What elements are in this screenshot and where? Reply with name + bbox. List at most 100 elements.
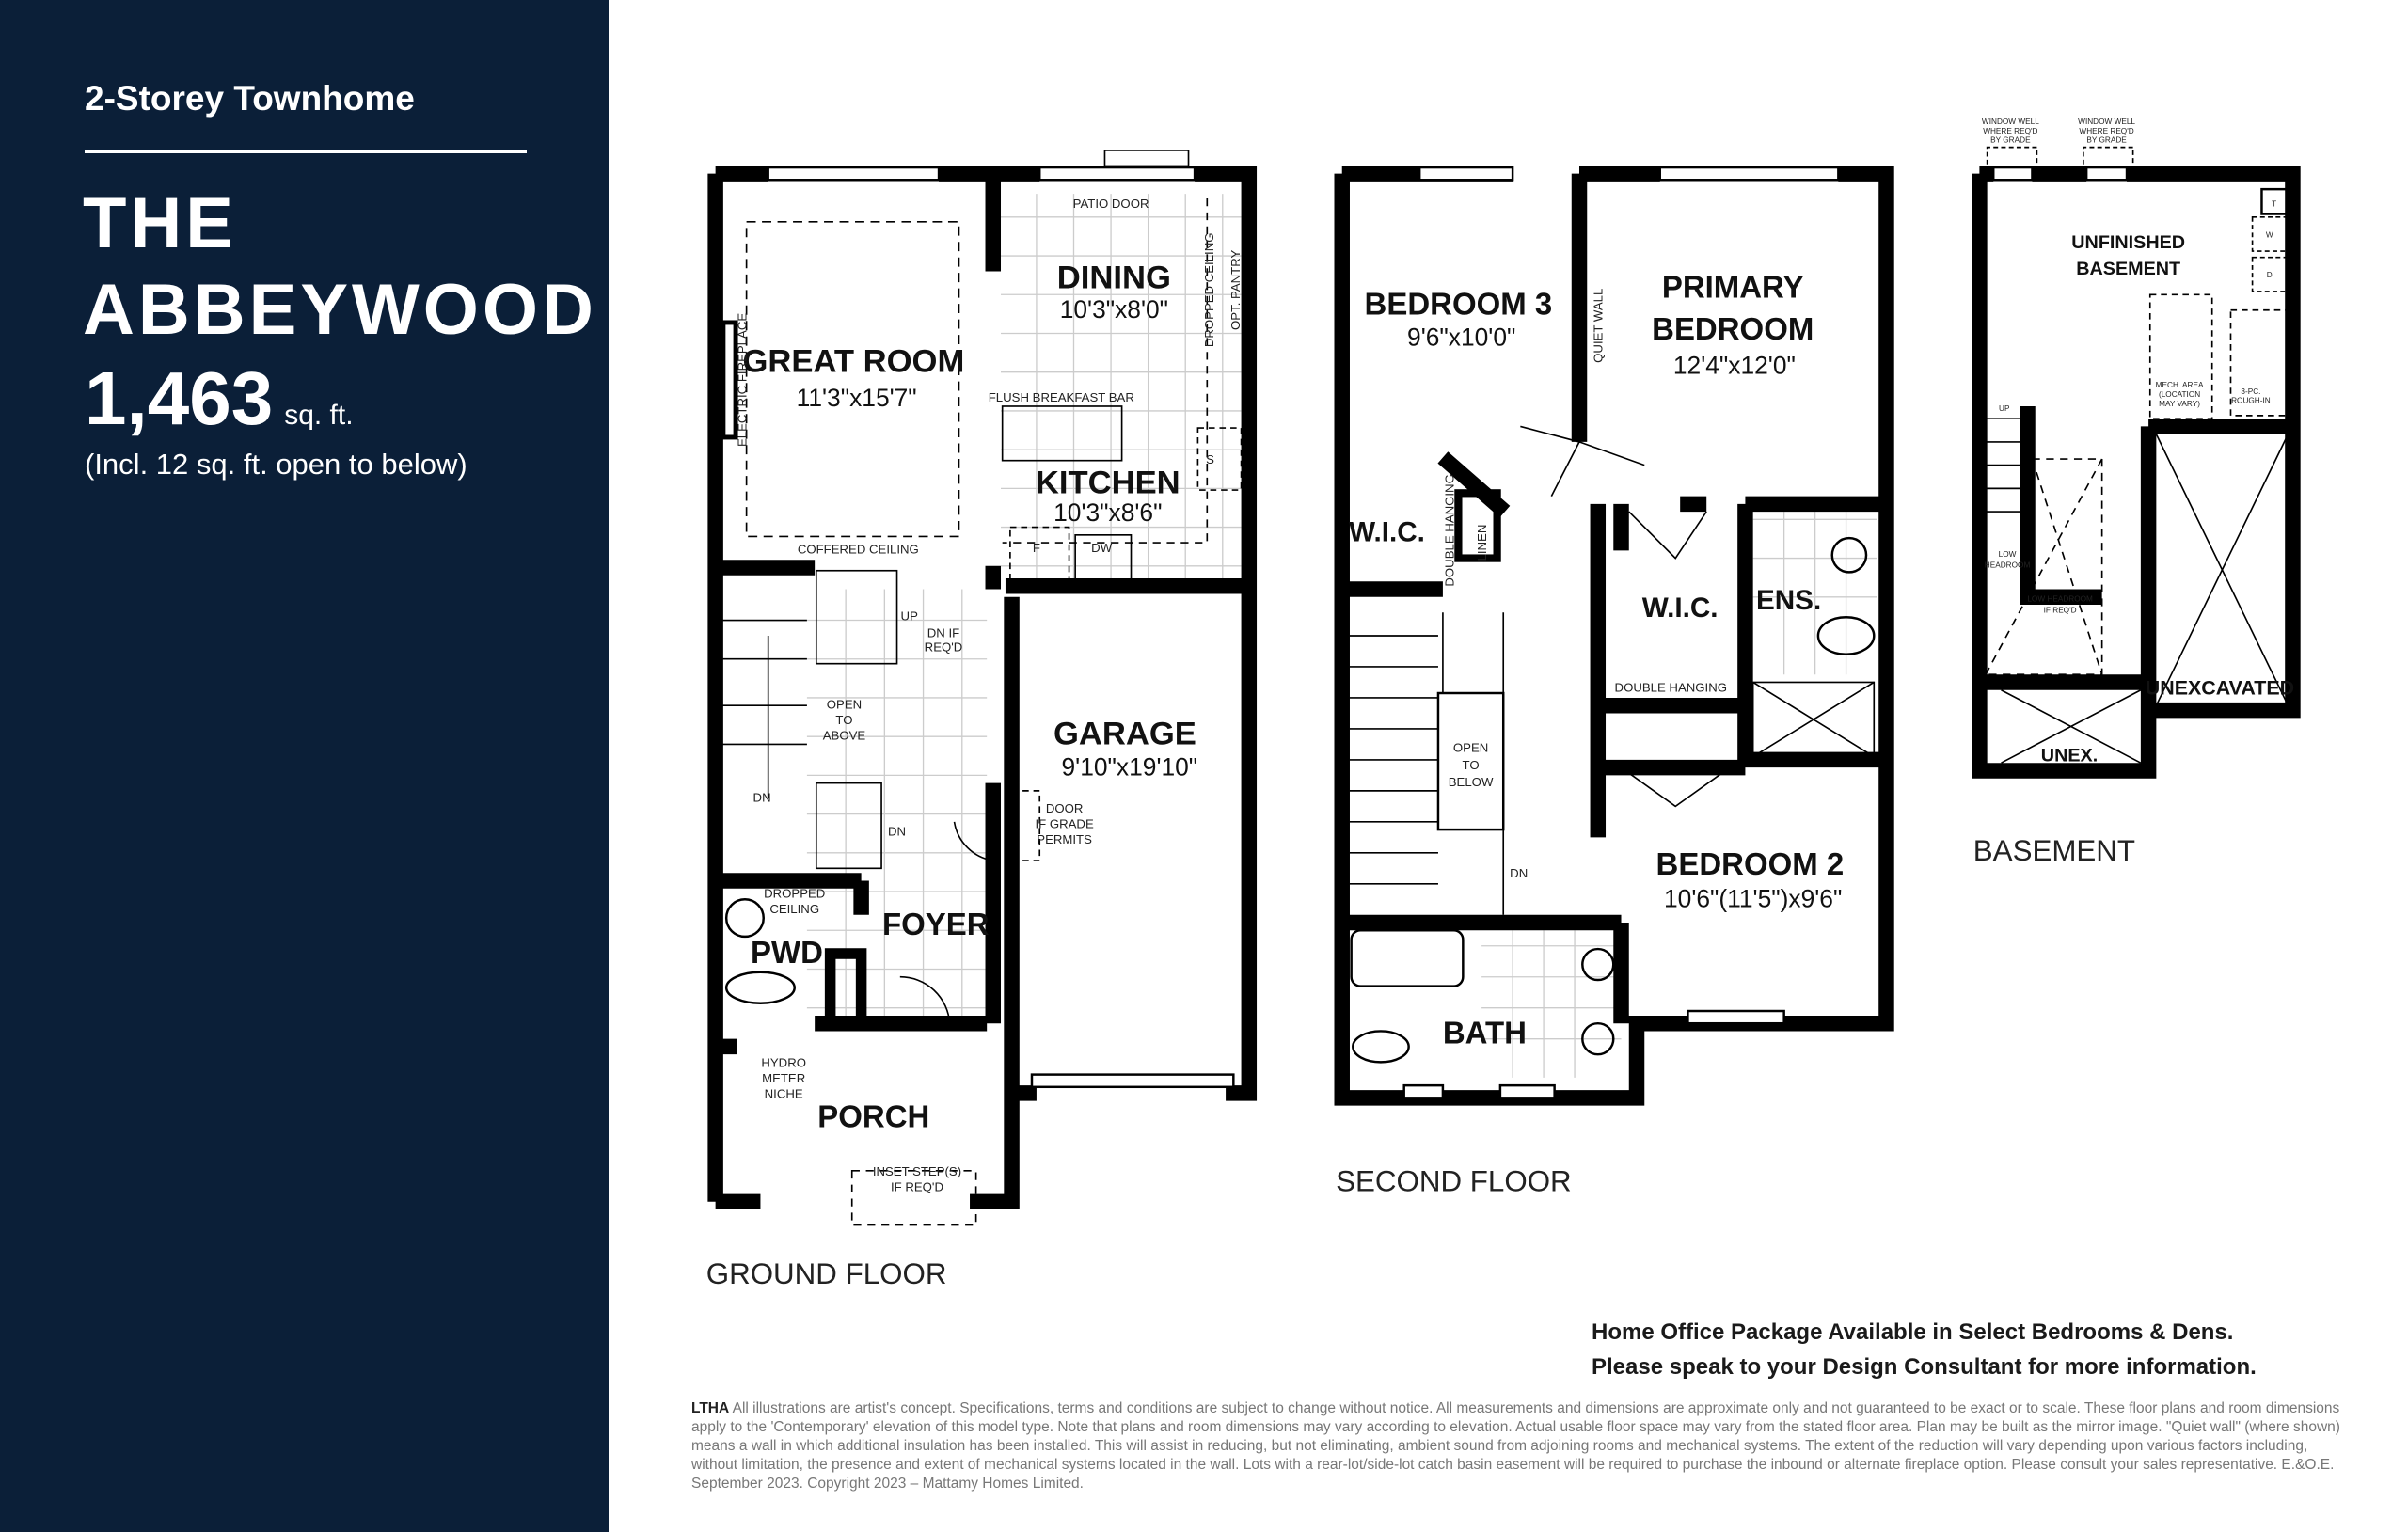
- dishwasher-label: DW: [1091, 541, 1113, 555]
- window-well-label: WHERE REQ'D: [2079, 127, 2133, 135]
- low-headroom-label: LOW HEADROOM: [2027, 595, 2093, 604]
- room-dimensions: 10'6"(11'5")x9'6": [1664, 885, 1842, 913]
- fireplace-label: ELECTRIC FIREPLACE: [736, 313, 750, 447]
- door-if-grade-label: DOOR: [1046, 801, 1084, 815]
- area-value: 1,463: [85, 356, 274, 440]
- room-label: GARAGE: [1054, 716, 1196, 751]
- window-well-label: WINDOW WELL: [1982, 118, 2039, 126]
- pwd-ceiling-label: DROPPED: [764, 887, 825, 901]
- breakfast-bar-label: FLUSH BREAKFAST BAR: [989, 390, 1134, 404]
- room-dimensions: 9'6"x10'0": [1407, 324, 1515, 352]
- double-hanging-label: DOUBLE HANGING: [1615, 680, 1727, 694]
- linen-label: LINEN: [1475, 525, 1489, 561]
- hydro-label: NICHE: [765, 1086, 803, 1100]
- window-well-label: BY GRADE: [1990, 136, 2031, 145]
- second-floor-title: SECOND FLOOR: [1336, 1164, 1572, 1197]
- mech-area-label: MECH. AREA: [2156, 381, 2204, 389]
- room-label: BEDROOM 3: [1365, 287, 1553, 322]
- double-hanging-label: DOUBLE HANGING: [1442, 474, 1456, 586]
- door-if-grade-label: IF GRADE: [1035, 816, 1093, 830]
- rough-in-label: ROUGH-IN: [2231, 397, 2271, 405]
- room-label: FOYER: [882, 907, 990, 941]
- divider: [85, 150, 527, 153]
- open-to-above-label: ABOVE: [823, 728, 866, 742]
- room-label: PORCH: [817, 1099, 929, 1134]
- room-dimensions: 9'10"x19'10": [1062, 752, 1198, 781]
- low-headroom-label: HEADROOM: [1985, 561, 2031, 569]
- basement-title: BASEMENT: [1973, 834, 2135, 867]
- room-dimensions: 10'3"x8'0": [1060, 295, 1168, 324]
- sink-label: S: [1206, 452, 1214, 466]
- room-dimensions: 12'4"x12'0": [1673, 351, 1796, 379]
- dn-if-reqd-label: REQ'D: [925, 640, 963, 654]
- stair-down-label: DN: [1510, 866, 1528, 880]
- home-type: 2-Storey Townhome: [85, 79, 415, 118]
- dn-if-reqd-label: DN IF: [927, 626, 959, 640]
- disclaimer-text: All illustrations are artist's concept. …: [691, 1400, 2340, 1492]
- room-label: PRIMARY: [1662, 270, 1804, 305]
- room-label: UNFINISHED: [2071, 232, 2185, 253]
- room-label: W.I.C.: [1349, 516, 1425, 547]
- dropped-ceiling-label: DROPPED CEILING: [1202, 232, 1216, 347]
- room-label: UNEX.: [2041, 746, 2098, 766]
- window-well-label: WINDOW WELL: [2078, 118, 2135, 126]
- basement-plan: [1972, 146, 2301, 779]
- door-if-grade-label: PERMITS: [1037, 832, 1092, 846]
- coffered-ceiling-label: COFFERED CEILING: [798, 543, 919, 557]
- low-headroom-label: LOW: [1999, 550, 2017, 559]
- area-note: (Incl. 12 sq. ft. open to below): [85, 448, 467, 481]
- open-to-below-label: BELOW: [1449, 775, 1494, 789]
- room-label: BASEMENT: [2076, 259, 2180, 279]
- model-name: THE ABBEYWOOD: [83, 181, 597, 354]
- room-label: GREAT ROOM: [742, 344, 964, 380]
- stair-up-label: UP: [1999, 404, 2010, 413]
- room-label: UNEXCAVATED: [2146, 677, 2294, 700]
- tank-label: T: [2272, 199, 2276, 208]
- mech-area-label: MAY VARY): [2159, 400, 2200, 408]
- stair-up-label: UP: [901, 609, 919, 624]
- open-to-below-label: OPEN: [1453, 741, 1488, 755]
- ground-floor-plan: [707, 150, 1258, 1226]
- room-label: BATH: [1443, 1016, 1527, 1050]
- model-name-line2: ABBEYWOOD: [83, 270, 597, 350]
- pwd-ceiling-label: CEILING: [769, 902, 819, 916]
- pantry-label: OPT. PANTRY: [1228, 249, 1243, 329]
- quiet-wall-label: QUIET WALL: [1592, 289, 1606, 363]
- open-to-above-label: OPEN: [827, 697, 862, 711]
- second-floor-plan: [1334, 166, 1894, 1106]
- hydro-label: HYDRO: [761, 1055, 806, 1069]
- rough-in-label: 3-PC.: [2241, 387, 2260, 396]
- promo-line-1: Home Office Package Available in Select …: [1592, 1319, 2234, 1345]
- room-dimensions: 10'3"x8'6": [1054, 498, 1162, 527]
- stair-down-label: DN: [888, 825, 906, 839]
- home-office-note: Home Office Package Available in Select …: [1592, 1315, 2257, 1384]
- washer-label: W: [2266, 230, 2273, 239]
- dryer-label: D: [2267, 271, 2273, 279]
- room-label: KITCHEN: [1036, 465, 1180, 500]
- window-well-label: BY GRADE: [2086, 136, 2127, 145]
- stair-down-label: DN: [753, 790, 771, 804]
- model-name-line1: THE: [83, 183, 237, 263]
- fridge-label: F: [1033, 541, 1040, 555]
- open-to-below-label: TO: [1463, 758, 1480, 772]
- room-label: BEDROOM 2: [1656, 846, 1845, 881]
- room-label: PWD: [751, 935, 823, 970]
- room-label: BEDROOM: [1652, 311, 1814, 346]
- mech-area-label: (LOCATION: [2159, 390, 2200, 399]
- promo-line-2: Please speak to your Design Consultant f…: [1592, 1354, 2257, 1380]
- room-label: ENS.: [1756, 585, 1821, 616]
- room-dimensions: 11'3"x15'7": [797, 384, 917, 412]
- window-well-label: WHERE REQ'D: [1983, 127, 2037, 135]
- patio-door-label: PATIO DOOR: [1073, 197, 1149, 211]
- ground-floor-title: GROUND FLOOR: [706, 1257, 947, 1290]
- disclaimer-brand: LTHA: [691, 1400, 730, 1416]
- inset-steps-label: INSET STEP(S): [873, 1164, 961, 1178]
- room-label: DINING: [1057, 261, 1171, 296]
- low-headroom-label: IF REQ'D: [2044, 606, 2077, 614]
- hydro-label: METER: [762, 1071, 805, 1085]
- open-to-above-label: TO: [835, 713, 852, 727]
- inset-steps-label: IF REQ'D: [891, 1179, 943, 1193]
